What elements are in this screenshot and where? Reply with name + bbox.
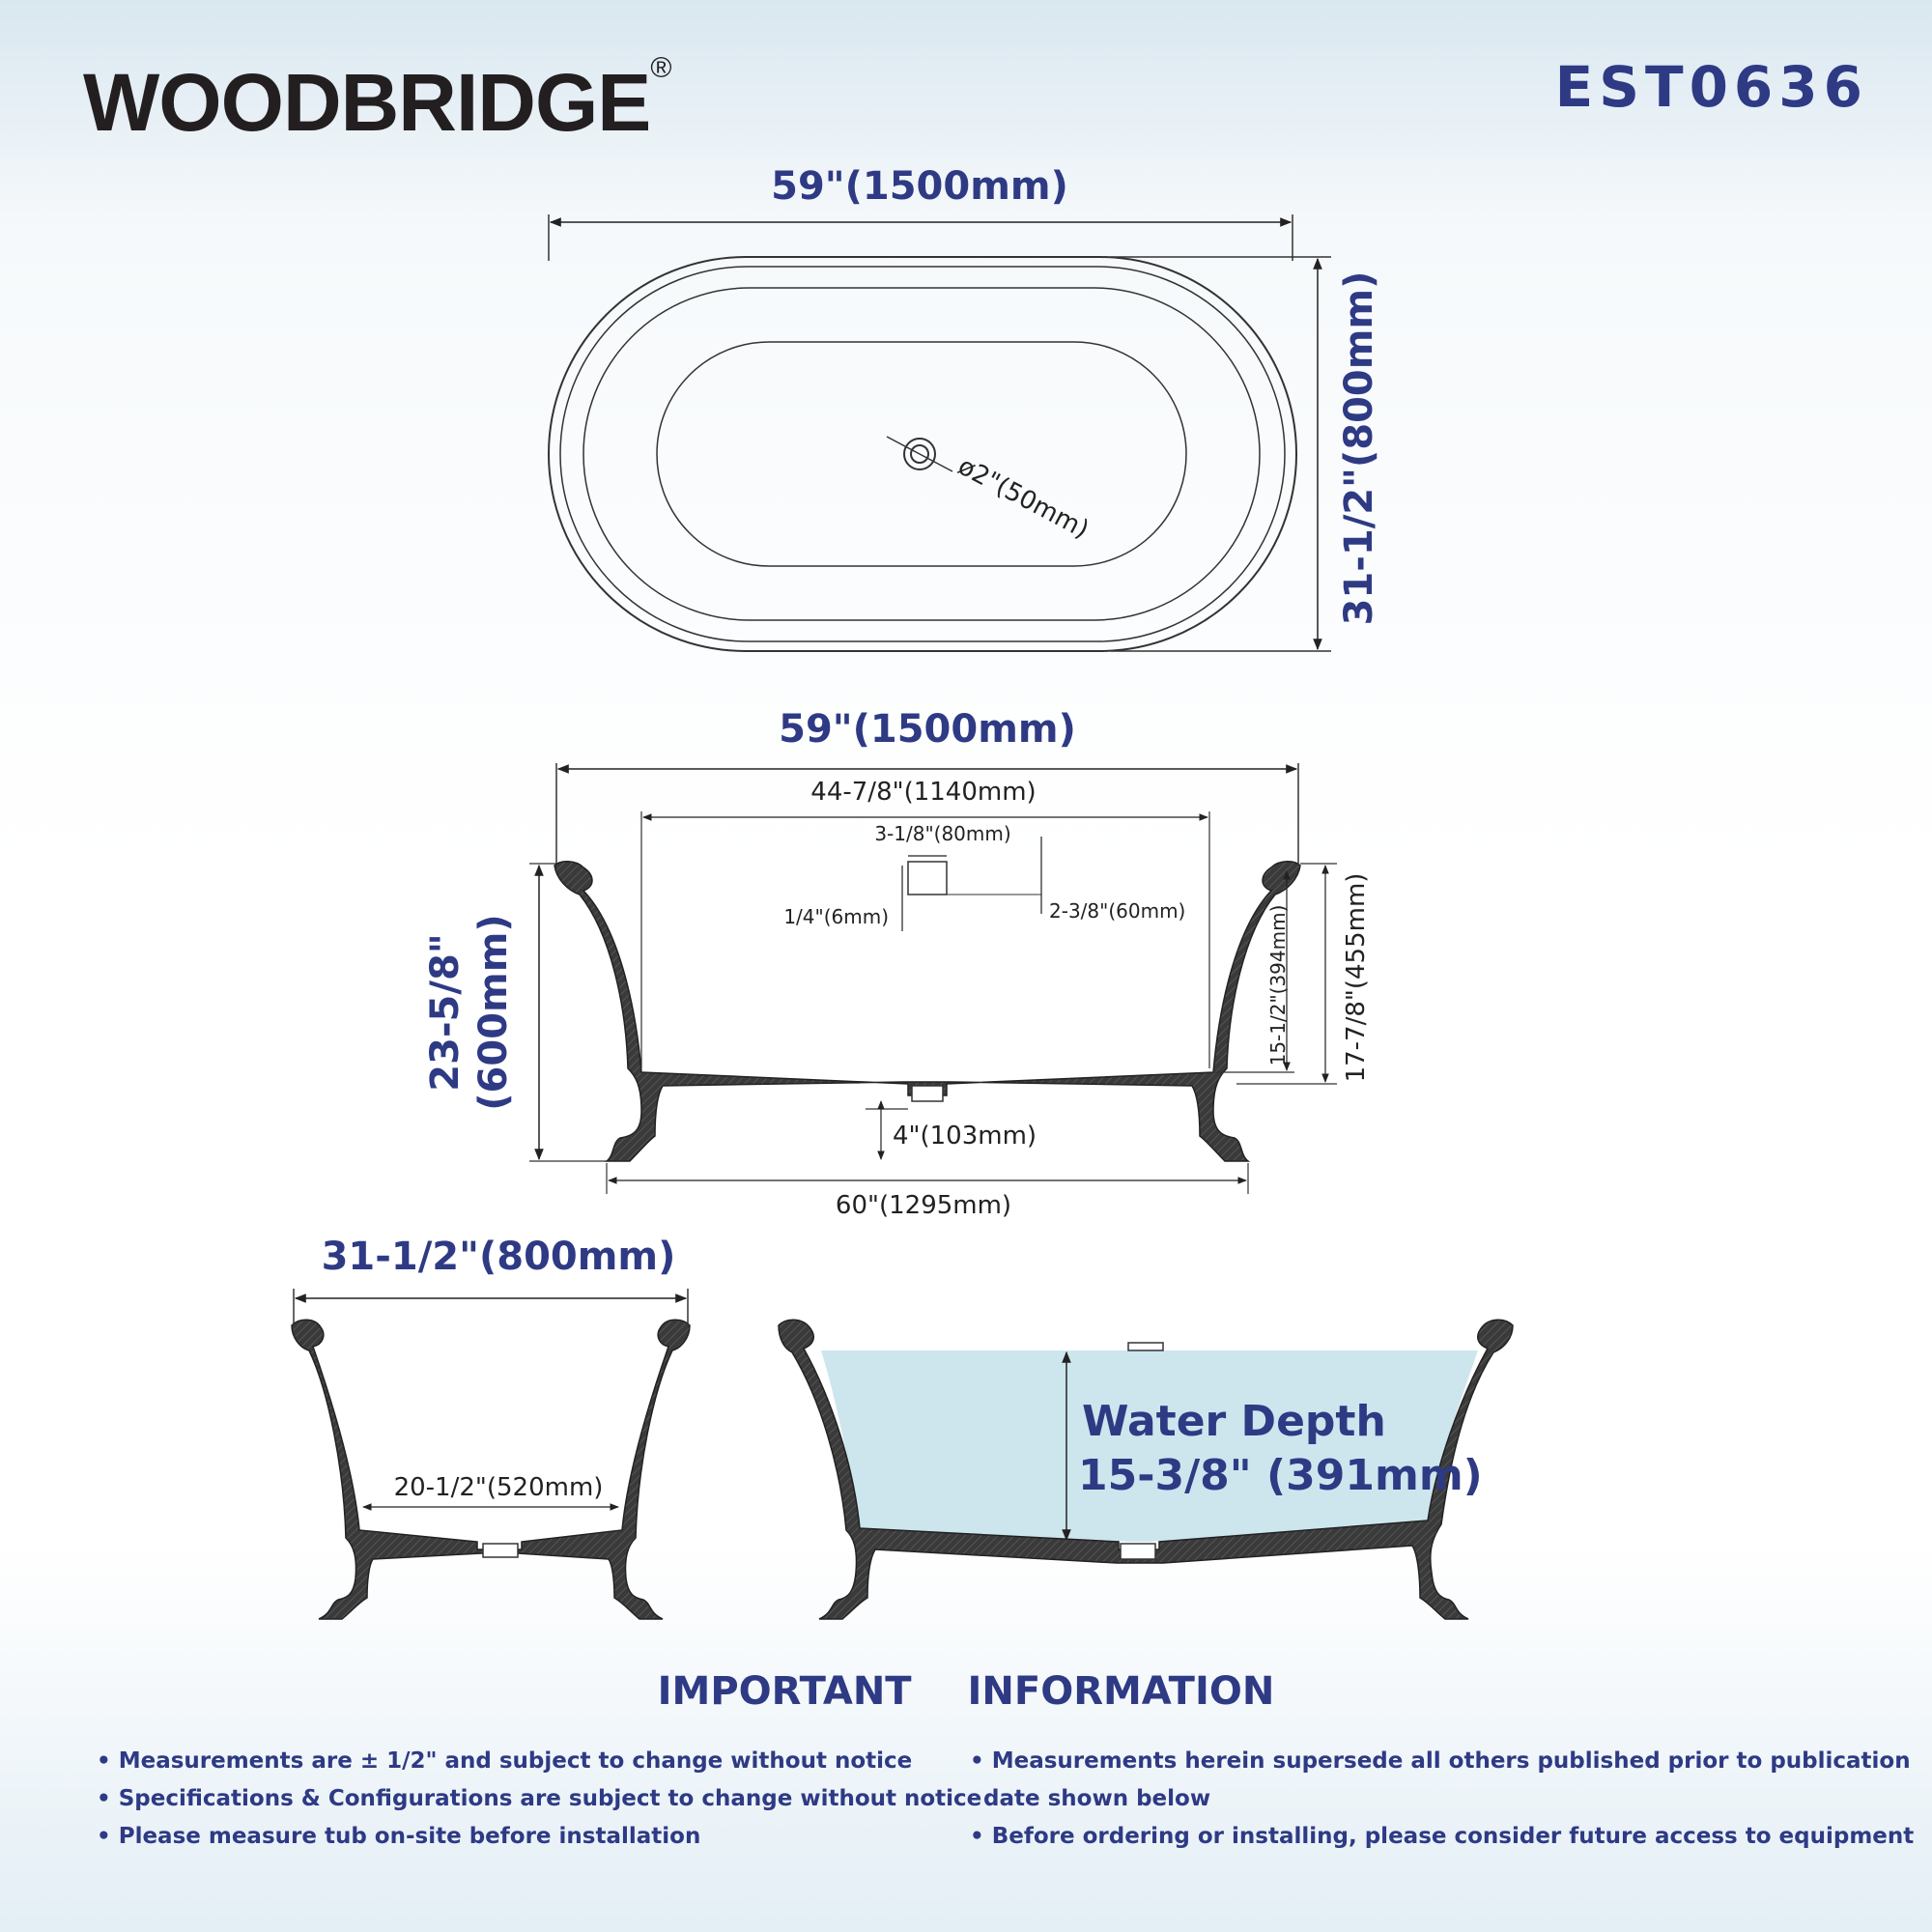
important-information-title: IMPORTANT INFORMATION (657, 1669, 1275, 1714)
registered-mark: ® (650, 52, 671, 84)
drain-label: ø2"(50mm) (953, 452, 1094, 545)
overflow-width-label: 3-1/8"(80mm) (874, 822, 1010, 845)
drain-icon (886, 436, 953, 472)
tub-rim-second-line (582, 287, 1261, 621)
overflow-fitting (907, 861, 948, 895)
front-drain-fitting (911, 1085, 944, 1102)
water-fill (821, 1350, 1478, 1542)
base-height-label: 4"(103mm) (893, 1122, 1037, 1151)
overflow-gap-label: 1/4"(6mm) (783, 905, 889, 928)
inner-width-label: 44-7/8"(1140mm) (810, 778, 1036, 807)
water-overflow-fitting (1127, 1342, 1164, 1351)
note-item: • Please measure tub on-site before inst… (97, 1824, 701, 1849)
tub-outer-rim (548, 256, 1297, 652)
water-depth-view: Water Depth 15-3/8" (391mm) (778, 1319, 1514, 1620)
note-item: • Before ordering or installing, please … (970, 1824, 1915, 1849)
bottom-width-label: 20-1/2"(520mm) (394, 1473, 604, 1502)
water-drain-fitting (1120, 1543, 1156, 1560)
side-tub-shell (291, 1319, 691, 1620)
height-label-line1: 23-5/8" (423, 933, 468, 1091)
side-view: 31-1/2"(800mm) 20-1/2"(520mm) (291, 1235, 691, 1620)
front-width-label: 59"(1500mm) (779, 707, 1076, 752)
base-width-label: 60"(1295mm) (836, 1191, 1011, 1220)
outer-depth-label: 17-7/8"(455mm) (1342, 873, 1371, 1083)
height-label-line2: (600mm) (471, 914, 516, 1110)
notes-left: • Measurements are ± 1/2" and subject to… (97, 1743, 981, 1856)
tub-rim-inner-line (559, 266, 1286, 642)
note-item: • Specifications & Configurations are su… (97, 1786, 982, 1811)
inner-depth-label: 15-1/2"(394mm) (1266, 905, 1290, 1066)
side-width-label: 31-1/2"(800mm) (322, 1235, 676, 1279)
model-number: EST0636 (1554, 54, 1868, 120)
notes-right: • Measurements herein supersede all othe… (970, 1743, 1915, 1856)
note-item: • Measurements herein supersede all othe… (970, 1748, 1911, 1774)
water-depth-value: 15-3/8" (391mm) (1078, 1451, 1483, 1500)
water-depth-title: Water Depth (1082, 1397, 1386, 1446)
front-tub-shell (554, 861, 1301, 1162)
brand-logo: WOODBRIDGE® (83, 52, 671, 150)
top-width-label: 59"(1500mm) (771, 164, 1068, 209)
brand-name: WOODBRIDGE (83, 57, 651, 148)
note-item: • Measurements are ± 1/2" and subject to… (97, 1748, 913, 1774)
front-view: 59"(1500mm) 44-7/8"(1140mm) 3-1/8"(80mm)… (423, 707, 1371, 1220)
tub-basin (656, 341, 1187, 567)
top-depth-label: 31-1/2"(800mm) (1337, 271, 1381, 626)
top-view: ø2"(50mm) 59"(1500mm) 31-1/2"(800mm) (548, 164, 1381, 652)
side-drain-fitting (482, 1543, 519, 1558)
overflow-drop-label: 2-3/8"(60mm) (1049, 899, 1185, 923)
note-item-continued: date shown below (983, 1786, 1211, 1811)
